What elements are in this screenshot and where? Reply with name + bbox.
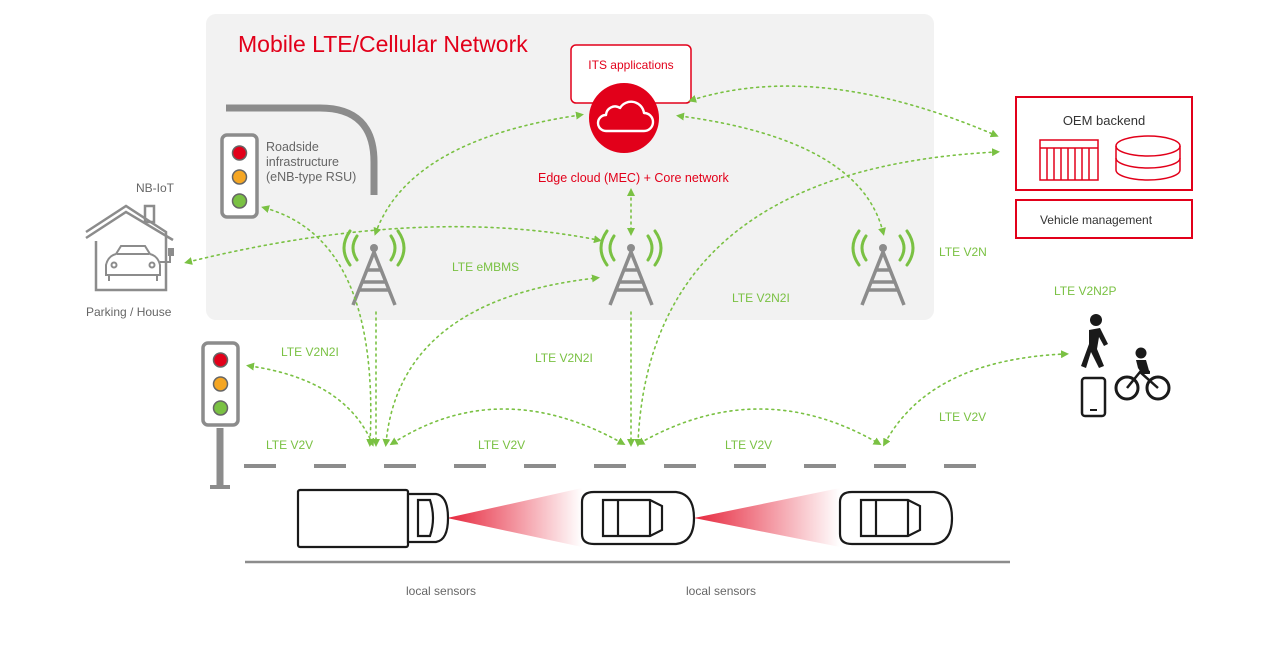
edge-cloud-circle (589, 83, 659, 153)
link-label-v2n2i-left: LTE V2N2I (281, 345, 339, 359)
link-label-v2v-1: LTE V2V (266, 438, 314, 452)
link-v2v-truck-car-1 (389, 408, 626, 446)
truck-icon (296, 488, 450, 549)
link-label-v2v-right: LTE V2V (939, 410, 987, 424)
traffic-light-icon (201, 341, 240, 427)
rsu-traffic-light-icon (220, 133, 259, 219)
link-v2v-car-1-car-2 (636, 408, 882, 445)
network-title: Mobile LTE/Cellular Network (238, 31, 528, 57)
its-applications-label: ITS applications (588, 58, 674, 72)
sensor-label-2: local sensors (686, 584, 757, 598)
bicycle-icon (1114, 347, 1171, 401)
sensor-label-1: local sensors (406, 584, 477, 598)
cloud-icon (596, 100, 655, 133)
charging-plug-icon (168, 248, 174, 256)
house-icon (85, 204, 174, 292)
link-truck-to-tower-2 (382, 274, 600, 447)
link-house-to-tower-2 (184, 225, 602, 265)
link-label-v2v-2: LTE V2V (478, 438, 526, 452)
link-cloud-to-tower-1 (373, 111, 584, 236)
roadside-label-line2: infrastructure (266, 155, 339, 169)
car-1-icon (580, 490, 696, 546)
oem-backend-label: OEM backend (1062, 113, 1146, 128)
parked-car-icon (105, 245, 171, 281)
car-2-icon (838, 490, 954, 546)
link-label-v2n2i-center: LTE V2N2I (535, 351, 593, 365)
link-label-v2v-3: LTE V2V (725, 438, 773, 452)
vehicle-management-box (1015, 199, 1193, 239)
edge-cloud-label: Edge cloud (MEC) + Core network (538, 171, 729, 185)
roadside-label-line3: (eNB-type RSU) (266, 170, 357, 184)
link-traffic-light-to-truck (246, 362, 375, 447)
link-car-2-to-pedestrian (883, 350, 1069, 447)
communication-links (184, 85, 1069, 447)
link-cloud-to-oem (688, 85, 999, 138)
server-rack-icon (1039, 139, 1099, 181)
vehicle-management-label: Vehicle management (1039, 213, 1153, 227)
link-label-v2n2p: LTE V2N2P (1054, 284, 1117, 298)
sensor-beam-2 (694, 488, 840, 547)
nbiot-label: NB-IoT (136, 181, 175, 195)
parking-house-label: Parking / House (86, 305, 172, 319)
smartphone-icon (1080, 376, 1107, 418)
link-car-1-to-oem (634, 148, 1000, 447)
link-label-embms: LTE eMBMS (452, 260, 520, 274)
link-label-v2n: LTE V2N (939, 245, 987, 259)
pedestrian-icon (1081, 314, 1108, 368)
database-icon (1115, 135, 1181, 181)
roadside-label-line1: Roadside (266, 140, 319, 154)
sensor-beam-1 (447, 488, 582, 547)
link-label-v2n2i-network: LTE V2N2I (732, 291, 790, 305)
oem-backend-box (1015, 96, 1193, 191)
